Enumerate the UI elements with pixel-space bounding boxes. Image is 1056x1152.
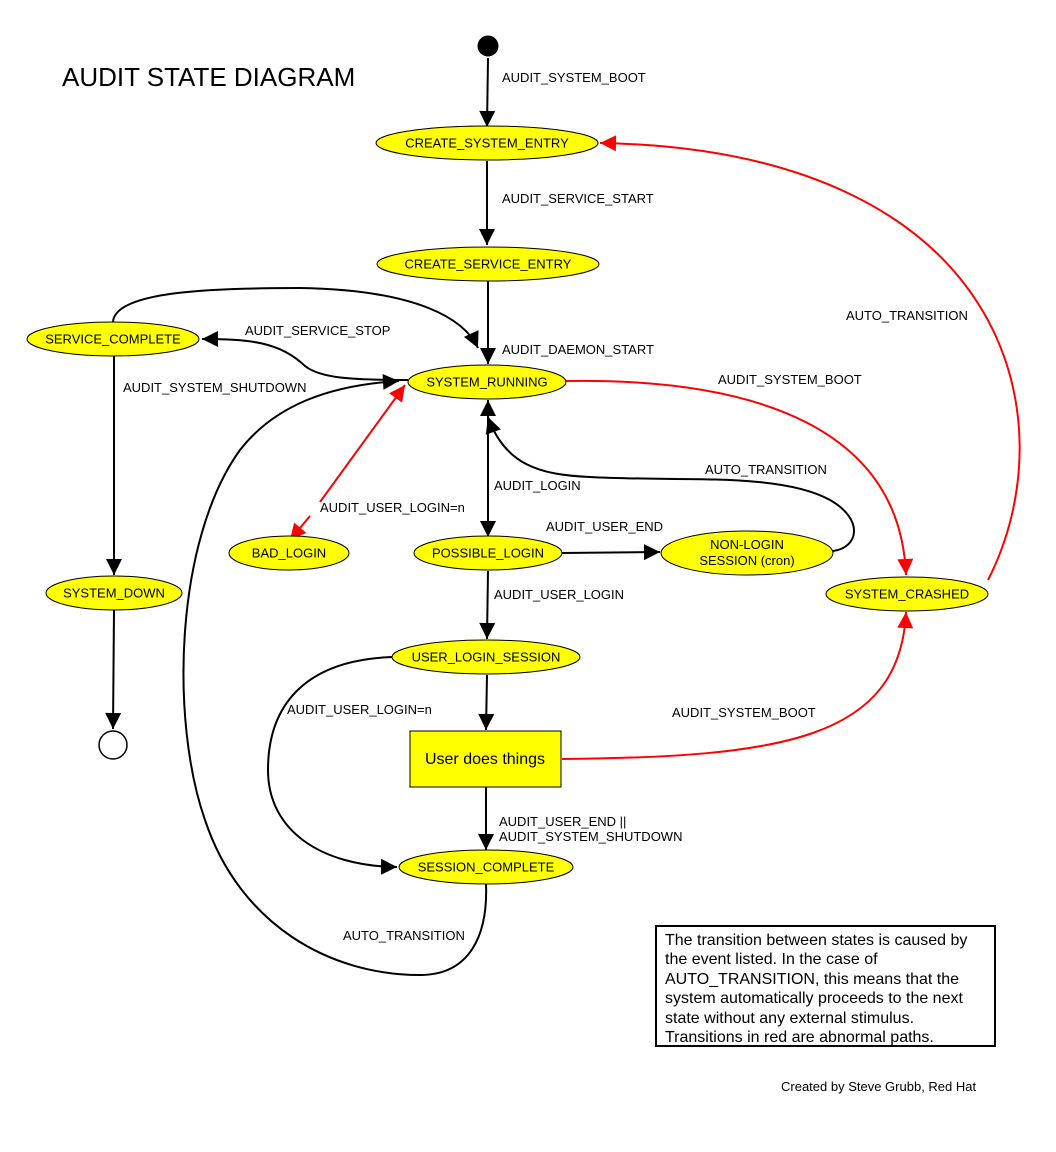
node-service-complete-label: SERVICE_COMPLETE: [45, 332, 181, 347]
node-system-crashed: SYSTEM_CRASHED: [825, 576, 989, 612]
edge-non-login-to-system-running: [485, 416, 855, 552]
node-create-system-entry: CREATE_SYSTEM_ENTRY: [375, 125, 599, 161]
node-non-login-session-label-line2: SESSION (cron): [699, 553, 794, 568]
label-audit-system-shutdown-session: AUDIT_SYSTEM_SHUTDOWN: [499, 829, 682, 844]
node-bad-login-label: BAD_LOGIN: [252, 546, 326, 561]
node-possible-login: POSSIBLE_LOGIN: [413, 535, 563, 571]
label-audit-user-login-n-bad: AUDIT_USER_LOGIN=n: [320, 500, 465, 515]
edge-system-running-to-service-complete: [201, 331, 409, 381]
node-create-service-entry-label: CREATE_SERVICE_ENTRY: [405, 257, 572, 272]
edge-possible-login-to-user-login-session: [479, 570, 496, 640]
node-user-login-session: USER_LOGIN_SESSION: [391, 639, 581, 675]
node-user-does-things-label: User does things: [425, 751, 545, 768]
label-audit-user-end: AUDIT_USER_END: [546, 519, 663, 534]
node-session-complete: SESSION_COMPLETE: [398, 849, 574, 885]
label-audit-system-boot-user: AUDIT_SYSTEM_BOOT: [672, 705, 816, 720]
node-system-down-label: SYSTEM_DOWN: [63, 586, 165, 601]
label-audit-user-login-n-session: AUDIT_USER_LOGIN=n: [287, 702, 432, 717]
edge-session-complete-to-system-running: [182, 373, 488, 977]
edge-start-to-create-system-entry: [479, 57, 496, 128]
node-bad-login: BAD_LOGIN: [228, 535, 350, 571]
node-create-service-entry: CREATE_SERVICE_ENTRY: [376, 246, 600, 282]
edge-user-login-session-to-user-does-things: [478, 674, 495, 731]
node-service-complete: SERVICE_COMPLETE: [26, 321, 200, 357]
label-audit-user-end-or: AUDIT_USER_END ||: [499, 814, 626, 829]
start-state: [477, 35, 499, 57]
node-non-login-session-label-line1: NON-LOGIN: [710, 537, 784, 552]
legend-note: The transition between states is caused …: [655, 925, 996, 1047]
node-possible-login-label: POSSIBLE_LOGIN: [432, 546, 544, 561]
label-audit-daemon-start: AUDIT_DAEMON_START: [502, 342, 654, 357]
edge-system-down-to-end: [105, 609, 122, 730]
node-system-running: SYSTEM_RUNNING: [407, 364, 567, 400]
edge-user-login-session-to-session-complete: [266, 656, 398, 875]
label-audit-login: AUDIT_LOGIN: [494, 478, 581, 493]
end-state: [98, 730, 128, 760]
label-audit-service-stop: AUDIT_SERVICE_STOP: [245, 323, 390, 338]
label-audit-system-boot-running: AUDIT_SYSTEM_BOOT: [718, 372, 862, 387]
edge-system-crashed-to-create-system-entry: [599, 135, 1021, 581]
node-non-login-session: NON-LOGIN SESSION (cron): [660, 530, 834, 576]
node-system-crashed-label: SYSTEM_CRASHED: [845, 587, 969, 602]
label-audit-service-start: AUDIT_SERVICE_START: [502, 191, 654, 206]
edge-bad-login-system-running: [289, 384, 406, 541]
node-session-complete-label: SESSION_COMPLETE: [418, 860, 555, 875]
edge-user-does-things-to-system-crashed: [561, 611, 914, 760]
credit-text: Created by Steve Grubb, Red Hat: [781, 1079, 977, 1094]
diagram-title: AUDIT STATE DIAGRAM: [62, 62, 355, 92]
label-audit-system-boot-start: AUDIT_SYSTEM_BOOT: [502, 70, 646, 85]
edge-system-running-to-system-crashed: [565, 379, 914, 576]
label-auto-transition-crashed: AUTO_TRANSITION: [846, 308, 968, 323]
node-system-down: SYSTEM_DOWN: [45, 575, 183, 611]
label-audit-user-login: AUDIT_USER_LOGIN: [494, 587, 624, 602]
edge-service-complete-to-system-running: [112, 286, 479, 349]
node-user-login-session-label: USER_LOGIN_SESSION: [412, 650, 561, 665]
label-auto-transition-non-login: AUTO_TRANSITION: [705, 462, 827, 477]
label-audit-system-shutdown: AUDIT_SYSTEM_SHUTDOWN: [123, 380, 306, 395]
node-system-running-label: SYSTEM_RUNNING: [426, 375, 547, 390]
edge-possible-login-to-non-login: [561, 544, 661, 561]
label-auto-transition-session: AUTO_TRANSITION: [343, 928, 465, 943]
node-user-does-things: User does things: [409, 730, 562, 788]
node-create-system-entry-label: CREATE_SYSTEM_ENTRY: [405, 136, 569, 151]
